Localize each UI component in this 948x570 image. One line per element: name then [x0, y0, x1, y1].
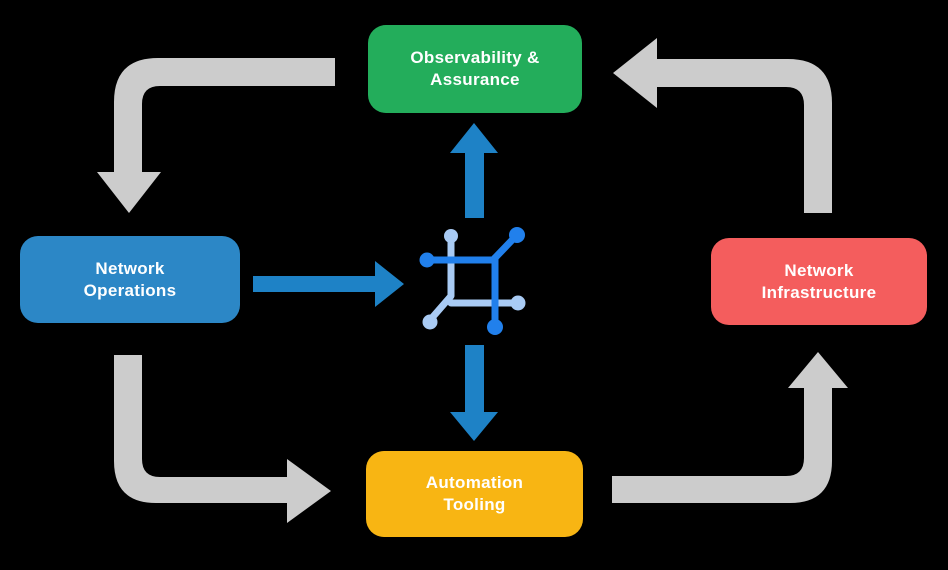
hub-icon-node [419, 252, 435, 268]
node-label-line: Assurance [430, 70, 520, 89]
hub-icon-node [509, 227, 525, 243]
node-automation-tooling: Automation Tooling [366, 451, 583, 537]
node-label-line: Tooling [443, 495, 506, 514]
node-label-line: Network [784, 260, 854, 280]
node-label-line: Infrastructure [761, 282, 877, 302]
hub-icon-node [487, 319, 503, 335]
cycle-arrow-operations-to-automation [114, 355, 331, 523]
hub-arrow-operations-to-center [253, 261, 404, 307]
hub-icon-node [422, 314, 438, 330]
hub-icon-node [444, 229, 458, 243]
node-network-operations: Network Operations [20, 236, 240, 323]
hub-arrow-center-to-observability [450, 123, 498, 218]
hub-icon-light-branch [427, 233, 455, 323]
cycle-arrow-observability-to-operations [97, 58, 335, 213]
node-label-line: Observability & [410, 48, 540, 67]
node-label-line: Network [95, 258, 165, 278]
node-label-line: Automation [425, 473, 524, 492]
node-observability-assurance: Observability & Assurance [368, 25, 582, 113]
node-label-line: Operations [83, 280, 177, 300]
hub-arrow-center-to-automation [450, 345, 498, 441]
network-hub-icon [419, 227, 526, 335]
hub-icon-dark-branch [424, 233, 519, 264]
node-network-infrastructure: Network Infrastructure [711, 238, 927, 325]
cycle-arrow-infrastructure-to-observability [613, 38, 832, 213]
cycle-arrow-automation-to-infrastructure [612, 352, 848, 503]
hub-icon-node [510, 295, 526, 311]
